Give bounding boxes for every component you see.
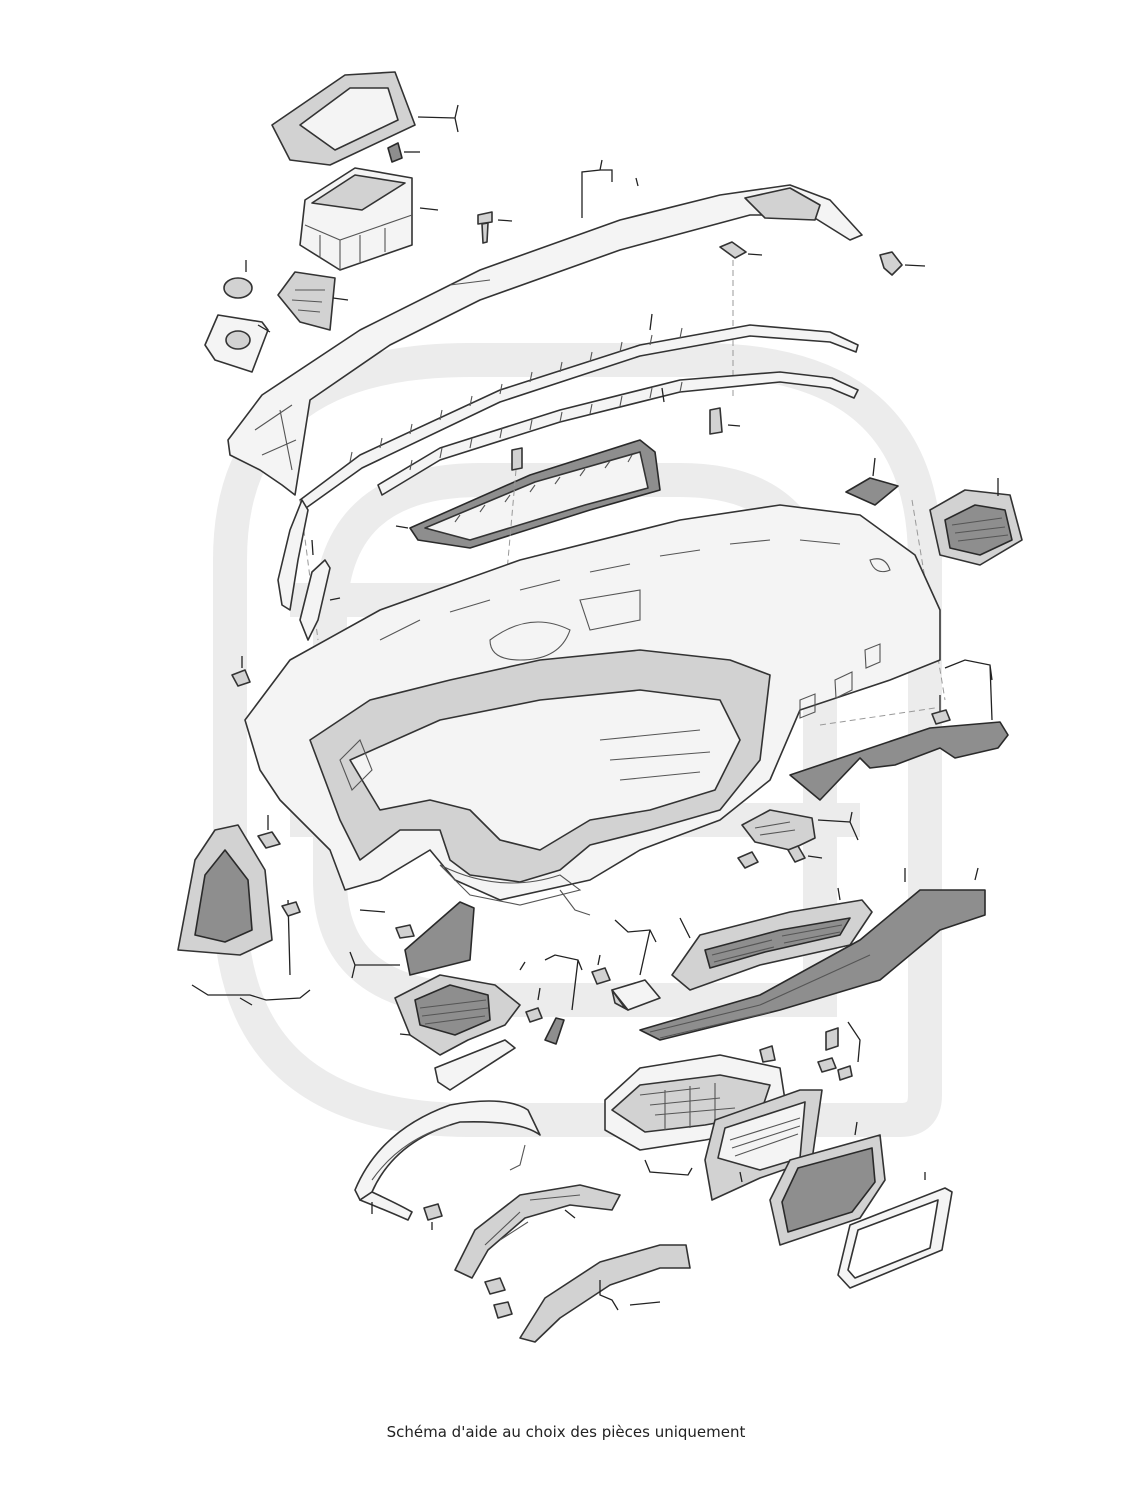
decor-strip-long <box>639 867 986 1041</box>
instrument-cluster-unit <box>299 167 439 271</box>
clip-left-3 <box>281 901 301 917</box>
knee-trim-left <box>349 901 475 979</box>
display-frame <box>837 1172 953 1289</box>
infotainment-display <box>769 1121 886 1246</box>
support-bracket <box>741 809 859 851</box>
bolts-right-cluster <box>759 1021 861 1081</box>
a-pillar-strip <box>277 499 331 641</box>
switch-bezel-left <box>204 314 271 373</box>
speaker-grille-left <box>277 271 349 331</box>
cluster-hood-trim <box>271 71 459 166</box>
lower-cluster-trim <box>519 1244 691 1343</box>
clip-left-4 <box>359 909 415 939</box>
clip-right-1 <box>819 707 951 726</box>
defrost-grille <box>395 439 661 549</box>
clip-centre-1 <box>591 919 657 985</box>
dashboard-carrier <box>244 499 941 916</box>
clip-left-1 <box>231 656 251 687</box>
screw-support <box>737 845 823 869</box>
cluster-mount-frame <box>454 1184 621 1279</box>
retainer-strip-lower <box>377 371 859 496</box>
small-clips-centre <box>519 954 583 1045</box>
speaker-grille-right <box>845 457 899 506</box>
retainer-strip-upper <box>299 313 859 509</box>
bolt-mid <box>709 407 741 435</box>
end-cap-left <box>177 824 311 1006</box>
screw-ring <box>423 1203 443 1230</box>
bolt-top <box>477 211 513 244</box>
air-vent-left <box>394 974 521 1091</box>
screw-right-top <box>879 251 926 276</box>
switch-insert <box>611 979 661 1011</box>
small-clip-1 <box>387 142 420 163</box>
round-cap <box>223 260 253 299</box>
centre-air-vent-panel <box>671 887 873 991</box>
side-air-vent-right <box>911 478 1023 701</box>
clip-left-2 <box>257 815 281 849</box>
storage-flap <box>704 1089 823 1201</box>
caption: Schéma d'aide au choix des pièces unique… <box>386 1423 746 1441</box>
cluster-surround-ring <box>354 1100 541 1221</box>
upper-trim-rail <box>227 159 863 496</box>
screws-bottom <box>484 1277 513 1319</box>
